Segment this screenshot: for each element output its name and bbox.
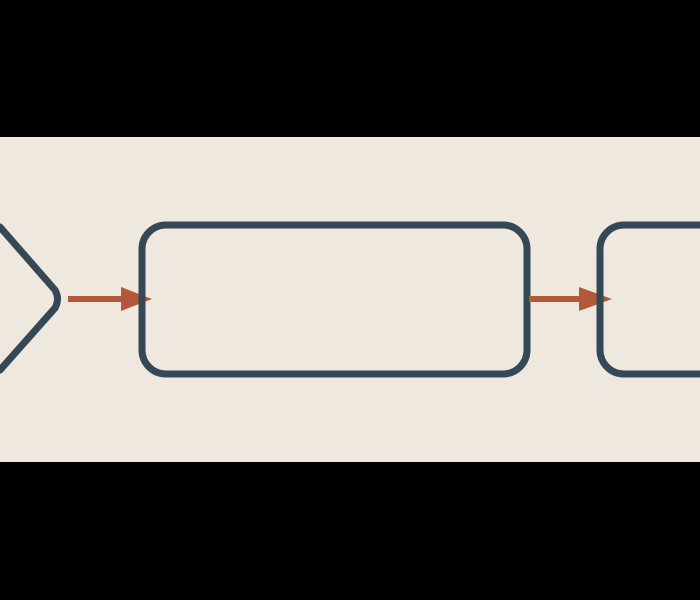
edge-process-1-to-process-2 — [529, 287, 612, 311]
start-chevron-node — [0, 223, 61, 374]
process-box-1-node — [138, 221, 531, 378]
arrowhead-2 — [579, 287, 612, 311]
edge-start-to-process-1 — [68, 287, 152, 311]
process-box-2-node — [596, 221, 700, 378]
arrowhead-1 — [121, 287, 152, 311]
